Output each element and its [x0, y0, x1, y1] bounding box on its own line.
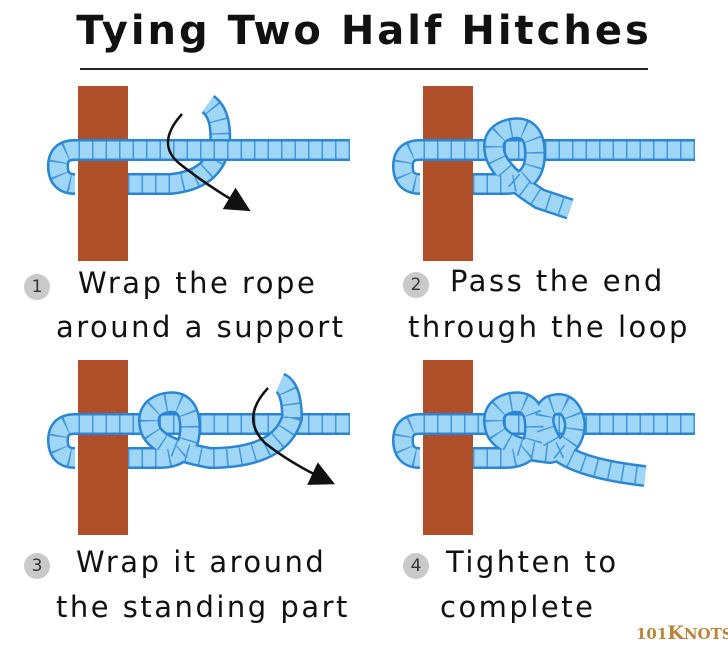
pole [78, 360, 128, 535]
direction-arrow [166, 113, 251, 212]
rope [128, 375, 301, 467]
101knots-logo: 101KNOTS [636, 622, 728, 644]
pole [423, 360, 473, 535]
step-1-caption-line1: Wrap the rope [78, 266, 318, 300]
step-3-illustration [46, 360, 350, 535]
step-2-caption-line1: Pass the end [450, 264, 665, 298]
step-number-badge: 1 [24, 274, 50, 300]
rope [473, 119, 573, 218]
rope [394, 415, 695, 467]
step-3-caption-line1: Wrap it around [76, 545, 327, 579]
title-underline [80, 68, 648, 70]
page-title: Tying Two Half Hitches [76, 8, 652, 54]
rope [473, 393, 646, 485]
step-4-illustration [391, 360, 695, 535]
step-1-illustration [46, 86, 350, 261]
pole [423, 86, 473, 261]
step-number-badge: 2 [403, 272, 429, 298]
step-3-caption-line2: the standing part [56, 590, 350, 624]
step-2-caption-line2: through the loop [408, 310, 690, 344]
step-number-badge: 4 [403, 553, 429, 579]
rope [49, 141, 350, 193]
rope [394, 141, 695, 193]
step-2-illustration [391, 86, 695, 261]
direction-arrow [251, 387, 336, 485]
step-4-caption-line2: complete [440, 590, 596, 624]
step-4-caption-line1: Tighten to [446, 545, 619, 579]
step-number-badge: 3 [24, 553, 50, 579]
pole [78, 86, 128, 261]
rope [49, 415, 350, 467]
step-1-caption-line2: around a support [56, 310, 346, 344]
